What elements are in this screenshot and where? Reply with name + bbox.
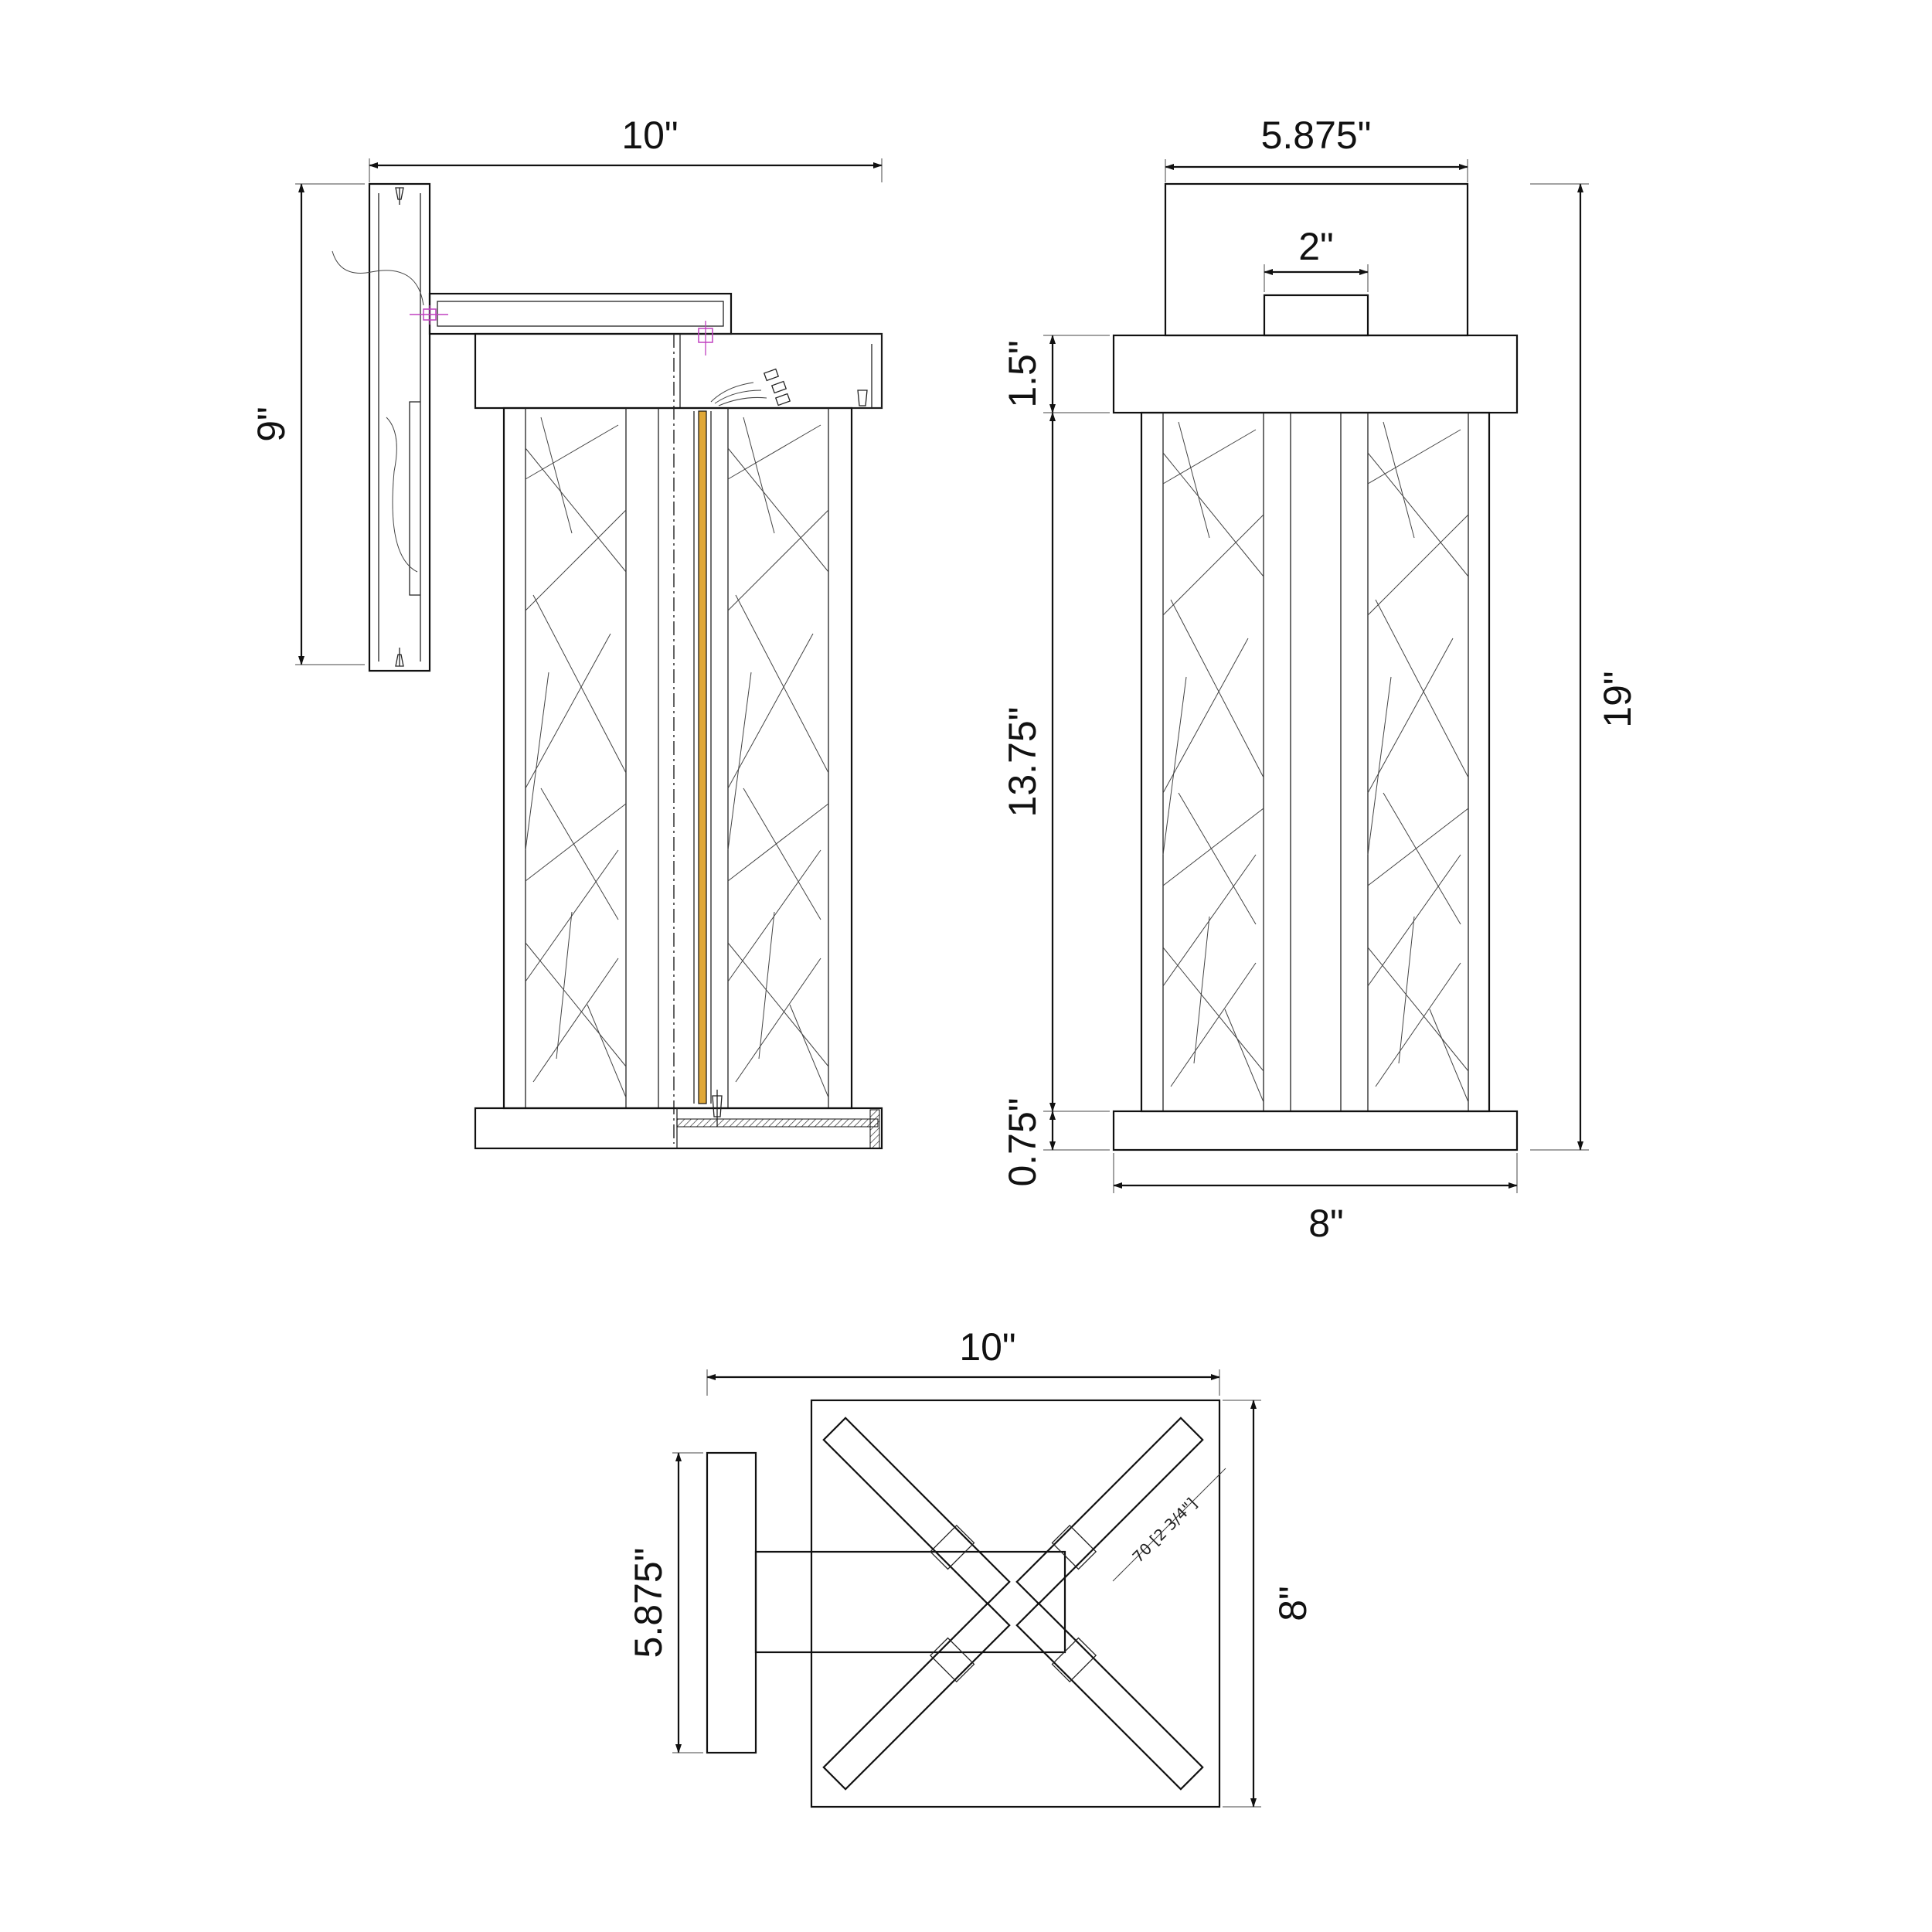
body-height-label: 13.75"	[1001, 707, 1044, 818]
backplate-screw-bottom-icon	[395, 648, 404, 667]
front-view: 5.875" 2" 1.5" 13.75" 0.75" 19" 8"	[1001, 114, 1639, 1245]
arm-width-label: 2"	[1298, 225, 1334, 268]
side-top-cap	[474, 332, 883, 410]
side-height-label: 9"	[250, 406, 293, 442]
top-backplate	[706, 1451, 757, 1754]
front-glass-body	[1140, 411, 1491, 1113]
top-cap-height-label: 1.5"	[1001, 340, 1044, 407]
bulb-top-left	[822, 1417, 1011, 1605]
side-backplate	[368, 182, 431, 672]
cap-corner-screw-icon	[857, 389, 868, 406]
top-depth-label: 8"	[1271, 1586, 1315, 1621]
front-arm	[1263, 294, 1369, 337]
backplate-width-label: 5.875"	[1261, 114, 1372, 157]
top-width-label: 10"	[959, 1325, 1015, 1369]
backplate-screw-top-icon	[395, 187, 404, 205]
side-arm	[428, 292, 733, 335]
side-view: 10" 9"	[250, 114, 883, 1150]
front-top-cap	[1112, 334, 1519, 414]
top-arm	[754, 1550, 1066, 1654]
side-base	[474, 1107, 883, 1150]
cap-screw-icon	[698, 321, 713, 355]
bulb-bottom-right	[1015, 1602, 1204, 1791]
bulb-top-right	[1015, 1417, 1204, 1605]
wire-nuts-icon	[710, 368, 791, 406]
front-base	[1112, 1110, 1519, 1151]
side-width-label: 10"	[621, 114, 678, 157]
base-width-label: 8"	[1308, 1202, 1344, 1245]
bulb-length-label: 70 [2 3/4"]	[1128, 1494, 1200, 1566]
overall-height-label: 19"	[1596, 671, 1639, 727]
arm-screw-icon	[410, 305, 448, 325]
top-view: 70 [2 3/4"] 10" 5.875" 8"	[627, 1325, 1315, 1808]
top-backplate-label: 5.875"	[627, 1548, 670, 1658]
bulb-bottom-left	[822, 1602, 1011, 1791]
base-screw-icon	[712, 1090, 723, 1127]
side-glass-body	[502, 406, 853, 1110]
top-lantern-outline	[810, 1399, 1221, 1808]
base-height-label: 0.75"	[1001, 1097, 1044, 1186]
led-strip	[698, 410, 707, 1104]
